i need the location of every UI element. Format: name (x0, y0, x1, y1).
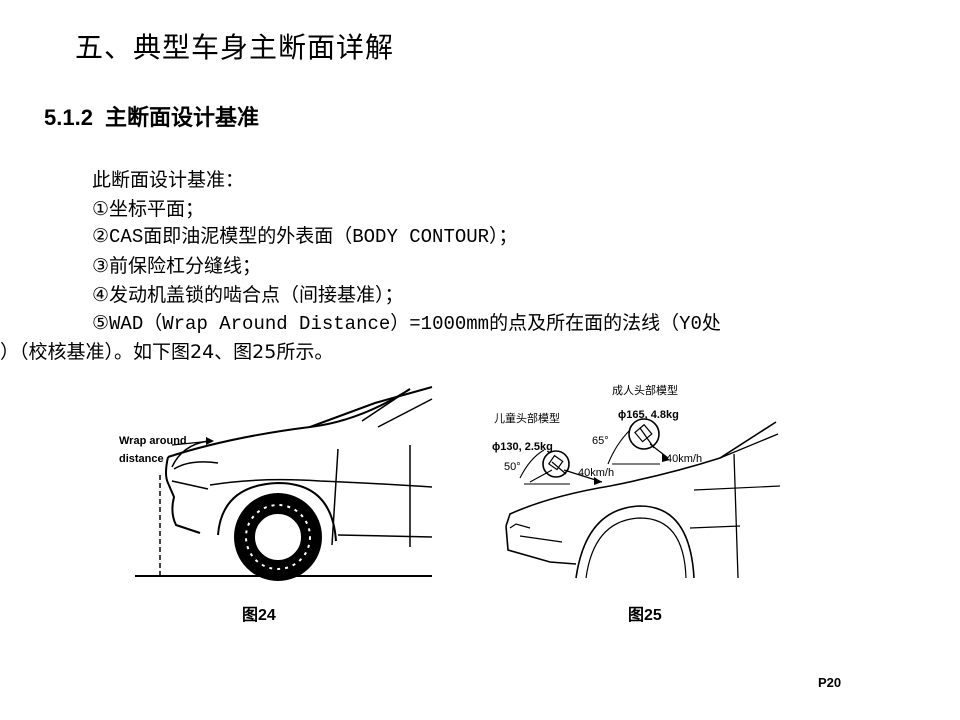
hood-outline (167, 388, 411, 458)
adult-model-label: 成人头部模型 (612, 383, 678, 397)
figure25-caption: 图25 (628, 607, 662, 624)
adult-head-circle (628, 418, 660, 450)
intro-line: 此断面设计基准： (92, 169, 245, 191)
list-item: ①坐标平面； (92, 197, 205, 220)
list-item: ④发动机盖锁的啮合点（间接基准）； (92, 283, 404, 306)
wad-label-line2: distance (119, 453, 164, 465)
figure24-car-illustration: Wrap around distance (119, 386, 433, 581)
body-text: 此断面设计基准： ①坐标平面； ②CAS面即油泥模型的外表面（BODY CONT… (0, 166, 852, 367)
wad-label-line1: Wrap around (119, 435, 187, 447)
list-item: ③前保险杠分缝线； (92, 255, 262, 278)
hood-outline (505, 421, 777, 527)
continuation-line: ）（校核基准）。如下图24、图25所示。 (0, 341, 334, 364)
adult-spec-label: ϕ165, 4.8kg (618, 409, 679, 421)
page-number: P20 (818, 675, 842, 690)
wheel-rim (253, 512, 303, 562)
adult-speed-label: 40km/h (666, 453, 702, 465)
child-speed-label: 40km/h (578, 467, 614, 479)
child-head-circle (542, 450, 570, 478)
list-item: ②CAS面即油泥模型的外表面（BODY CONTOUR）； (92, 226, 518, 249)
adult-angle-label: 65° (592, 435, 609, 447)
figure24-caption: 图24 (242, 607, 276, 624)
list-item: ⑤WAD（Wrap Around Distance）=1000mm的点及所在面的… (92, 312, 721, 335)
child-model-label: 儿童头部模型 (494, 411, 560, 425)
wheel-arch (575, 505, 695, 579)
section-heading: 5.1.2 主断面设计基准 (44, 100, 259, 132)
adult-velocity-arrow (649, 443, 669, 459)
section-title: 主断面设计基准 (104, 106, 259, 131)
page-title: 五、典型车身主断面详解 (75, 31, 395, 64)
figure25-head-impact-illustration: 成人头部模型 ϕ165, 4.8kg 65° 40km/h 儿童头部模型 ϕ13… (492, 383, 781, 579)
child-spec-label: ϕ130, 2.5kg (492, 441, 553, 453)
child-angle-label: 50° (504, 461, 521, 473)
section-number: 5.1.2 (44, 105, 93, 130)
